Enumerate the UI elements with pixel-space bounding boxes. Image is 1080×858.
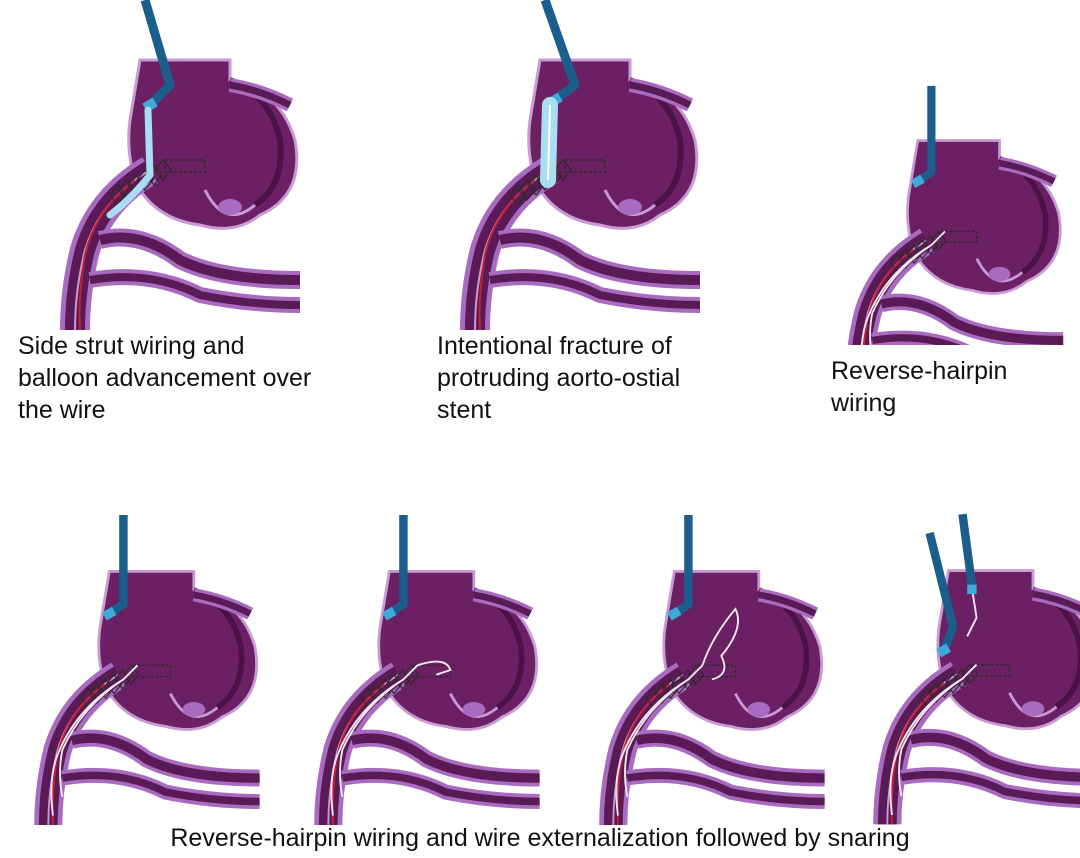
stent-strut [114, 669, 131, 690]
panel-hairpin-step-2 [314, 515, 540, 825]
stent-strut [914, 239, 931, 260]
cusp-bulge [1021, 701, 1045, 717]
balloon [106, 106, 154, 219]
caption-reverse-hairpin: Reverse-hairpin wiring [831, 357, 1008, 417]
externalized-wire [701, 607, 739, 681]
catheter-tip [667, 606, 682, 621]
stent-strut [109, 184, 127, 206]
branch-vessel-2-lumen [341, 771, 540, 806]
stent-strut [930, 230, 947, 251]
panel-hairpin-step-3 [599, 515, 825, 825]
stent-strut [670, 673, 688, 695]
arch-vessel-lumen [473, 591, 532, 617]
arch-vessel-lumen [629, 81, 692, 109]
stent-strut [394, 669, 411, 690]
stent-strut [509, 184, 527, 206]
branch-vessel-1-lumen [350, 733, 540, 783]
snare-catheter-tip [967, 584, 977, 595]
branch-vessel-1-lumen [498, 232, 701, 285]
cusp-bulge [218, 199, 242, 215]
cusp-bulge [747, 701, 771, 717]
panel-reverse-hairpin [847, 85, 1064, 345]
protruding-stent [564, 159, 606, 173]
hairpin-wire [861, 230, 946, 345]
stent-strut [122, 664, 140, 685]
panel-side-strut-wiring [60, 0, 301, 330]
protruding-stent [164, 159, 206, 173]
branch-vessel-1-lumen [909, 732, 1080, 782]
branch-vessel-2-lumen [489, 273, 701, 309]
branch-vessel-2-lumen [89, 273, 301, 309]
arch-vessel-lumen [193, 591, 252, 617]
snare-catheter [958, 513, 977, 586]
arch-vessel-lumen [758, 591, 817, 617]
hairpin-wire [50, 664, 139, 816]
guide-catheter [540, 0, 580, 104]
catheter-tip [910, 174, 925, 189]
stent-strut [105, 673, 123, 695]
caption-side-strut-wiring: Side strut wiring and balloon advancemen… [18, 332, 312, 424]
stent-strut [154, 159, 172, 181]
red-wire [78, 179, 136, 330]
panel-hairpin-step-1 [34, 515, 260, 825]
branch-vessel-1-lumen [98, 232, 301, 285]
snare-loop [966, 593, 978, 637]
hairpin-wire [615, 664, 704, 816]
guide-catheter [925, 531, 958, 653]
stent-strut [961, 663, 979, 685]
stent-strut [679, 669, 696, 690]
hairpin-wire [330, 664, 419, 816]
branch-vessel-1-lumen [635, 733, 825, 783]
cusp-bulge [618, 199, 642, 215]
branch-vessel-2-lumen [900, 770, 1080, 805]
stent-strut [687, 664, 705, 685]
branch-vessel-1-lumen [70, 733, 260, 783]
stent-strut [554, 159, 572, 181]
hairpin-wire [889, 663, 978, 816]
cusp-bulge [988, 266, 1011, 282]
panel-intentional-fracture [460, 0, 701, 330]
arch-vessel-lumen [1032, 590, 1080, 613]
stent-strut [402, 664, 420, 685]
catheter-tip [382, 606, 397, 621]
arch-vessel-lumen [229, 81, 292, 109]
branch-vessel-2-lumen [61, 771, 260, 806]
branch-vessel-1-lumen [880, 297, 1064, 345]
stent-strut [953, 668, 970, 689]
stent-strut [385, 673, 403, 695]
stent-strut [518, 179, 536, 201]
caption-externalization-snaring: Reverse-hairpin wiring and wire external… [170, 824, 910, 852]
stent-strut [922, 235, 939, 255]
cusp-bulge [462, 701, 486, 717]
guide-catheter [140, 0, 175, 109]
red-wire [478, 179, 536, 330]
caption-intentional-fracture: Intentional fracture of protruding aorto… [437, 332, 681, 424]
arch-vessel-lumen [999, 160, 1056, 185]
catheter-tip [936, 643, 951, 658]
stent-strut [944, 673, 962, 694]
branch-vessel-2-lumen [626, 771, 825, 806]
cusp-bulge [182, 701, 206, 717]
panel-snaring [873, 513, 1080, 825]
externalized-wire [417, 660, 452, 676]
branch-vessel-2-lumen [871, 334, 961, 345]
catheter-tip [102, 606, 117, 621]
balloon-wire [547, 104, 551, 181]
